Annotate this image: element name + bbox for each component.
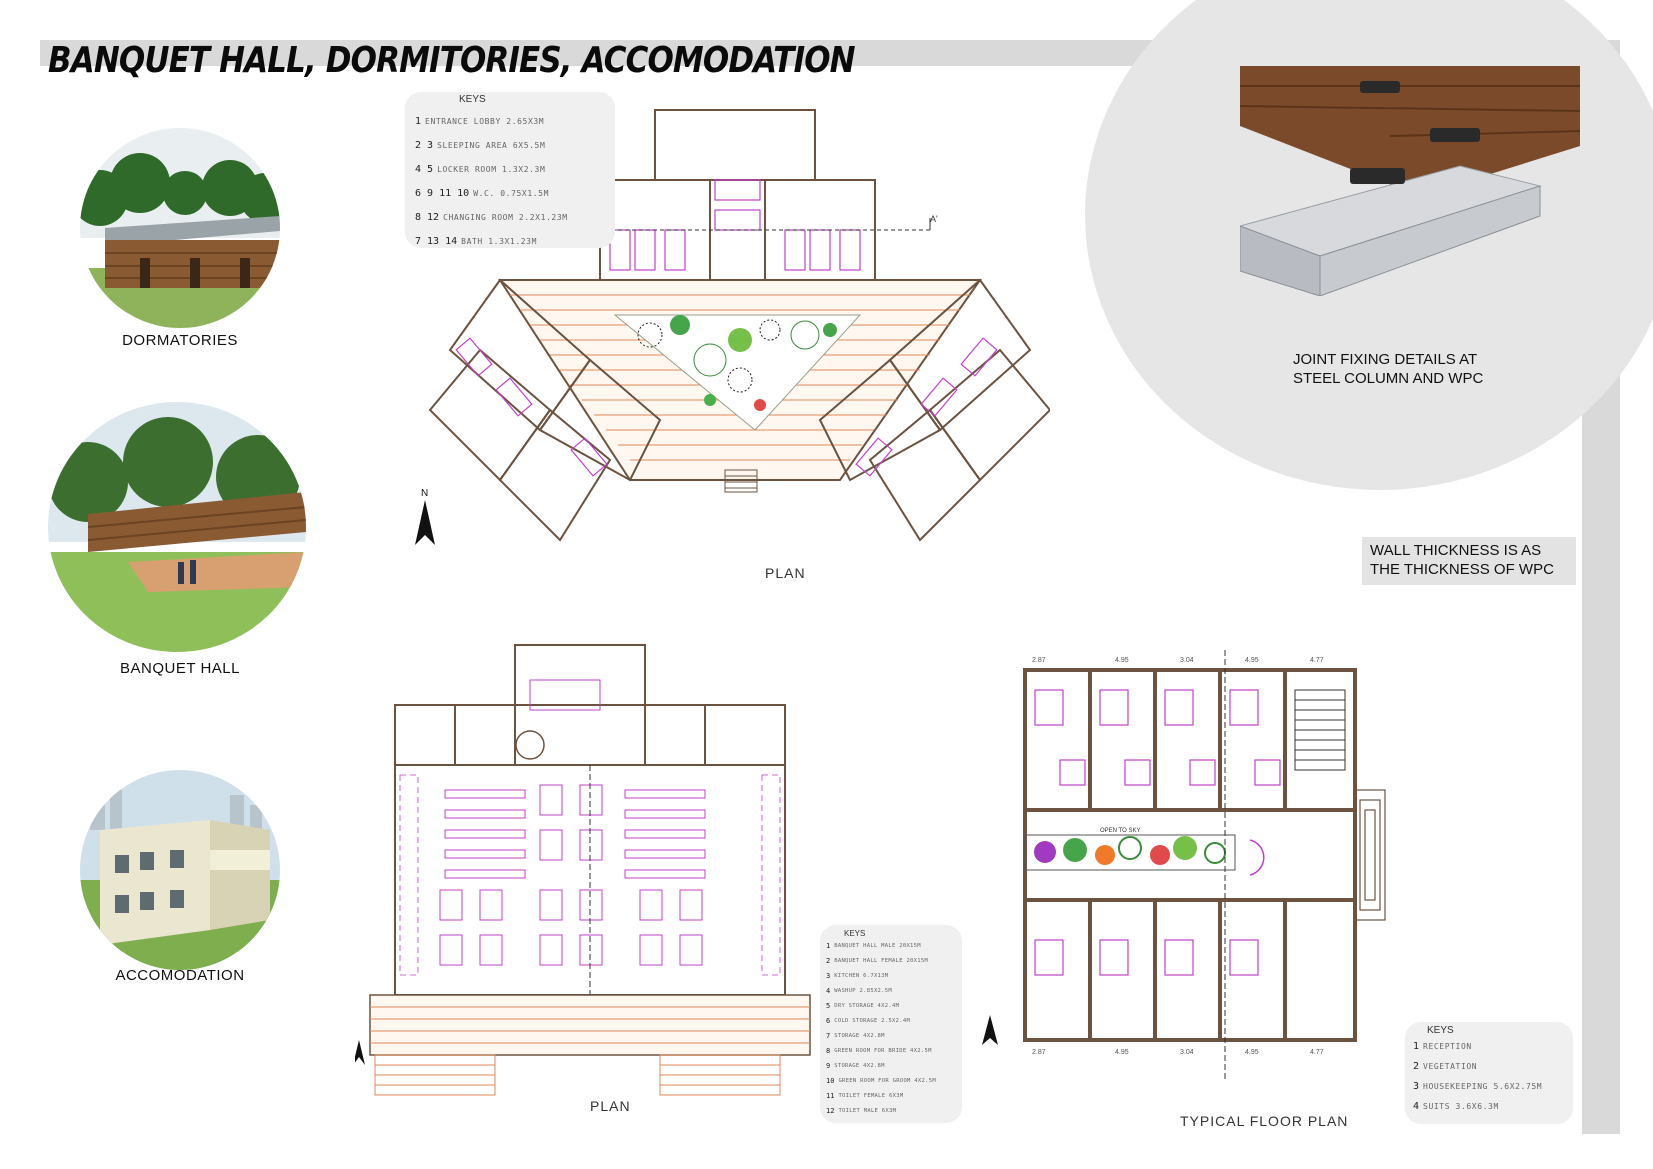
- sheet-title: BANQUET HALL, DORMITORIES, ACCOMODATION: [48, 40, 856, 81]
- dormitory-render: [80, 128, 280, 328]
- banquet-plan-label: PLAN: [590, 1098, 631, 1114]
- typical-floor-plan: OPEN TO SKY 2.87 4.95 3.04 4.95 4.77 2.8…: [1023, 650, 1386, 1080]
- dim-bottom: 4.95: [1115, 1049, 1129, 1056]
- joint-detail-note: JOINT FIXING DETAILS AT STEEL COLUMN AND…: [1293, 351, 1484, 387]
- dim-top: 4.95: [1115, 657, 1129, 664]
- section-mark-a-prime: A': [930, 214, 938, 224]
- open-to-sky-label: OPEN TO SKY: [1100, 828, 1140, 834]
- keys-header: KEYS: [844, 929, 866, 938]
- render-caption-accommodation: ACCOMODATION: [115, 967, 245, 984]
- accommodation-render: [80, 770, 280, 970]
- wall-thickness-note: WALL THICKNESS IS AS THE THICKNESS OF WP…: [1370, 542, 1554, 578]
- dim-bottom: 4.77: [1310, 1049, 1324, 1056]
- joint-fixing-detail-render: [1240, 66, 1580, 296]
- keys-header: KEYS: [459, 94, 486, 105]
- dormitory-plan-label: PLAN: [765, 565, 806, 581]
- wall-thickness-note-box: [1362, 537, 1576, 585]
- dim-bottom: 4.95: [1245, 1049, 1259, 1056]
- north-arrow-icon: [415, 500, 435, 545]
- dim-top: 4.95: [1245, 657, 1259, 664]
- typical-floor-plan-label: TYPICAL FLOOR PLAN: [1180, 1113, 1349, 1129]
- dim-top: 4.77: [1310, 657, 1324, 664]
- north-arrow-icon: [982, 1015, 998, 1045]
- north-arrow-icon: [355, 1040, 365, 1065]
- courtyard-planting: [637, 315, 837, 411]
- dim-bottom: 2.87: [1032, 1049, 1046, 1056]
- dim-top: 3.04: [1180, 657, 1194, 664]
- north-label: N: [421, 488, 428, 499]
- render-caption-dormitories: DORMATORIES: [122, 332, 238, 349]
- render-caption-banquet-hall: BANQUET HALL: [120, 660, 240, 677]
- banquet-hall-floor-plan: [355, 644, 811, 1096]
- dim-top: 2.87: [1032, 657, 1046, 664]
- banquet-hall-render: [48, 402, 306, 652]
- dormitory-floor-plan: A A' N: [415, 109, 1050, 545]
- keys-header: KEYS: [1427, 1025, 1454, 1036]
- dim-bottom: 3.04: [1180, 1049, 1194, 1056]
